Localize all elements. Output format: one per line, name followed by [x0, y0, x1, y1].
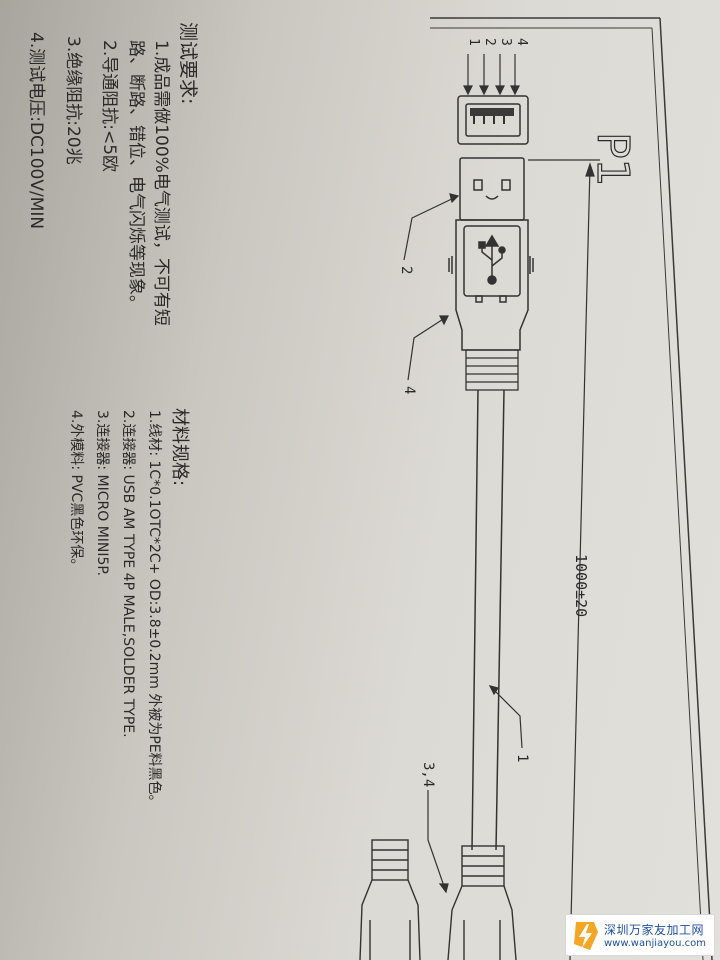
- test-item-4: 4.测试电压:DC100V/MIN: [26, 32, 46, 229]
- test-item-2: 2.导通阻抗:<5欧: [99, 40, 119, 172]
- test-item-1-line-1: 1.成品需做100%电气测试，不可有短: [151, 40, 171, 326]
- cable: [471, 389, 505, 851]
- materials-spec: 材料规格: 1.线材: 1C*0.1OTC*2C+ OD:3.8±0.2mm 外…: [68, 408, 190, 809]
- watermark-title: 深圳万家友加工网: [604, 923, 705, 937]
- pin-label-4: 4: [514, 38, 529, 46]
- test-heading: 测试要求:: [177, 22, 199, 104]
- callout-leaders: [403, 193, 523, 894]
- pin-label-3: 3: [498, 38, 513, 46]
- dimension-line: [528, 159, 600, 960]
- usb-a-end-view: [457, 95, 529, 145]
- callout-3-4: 3,4: [420, 762, 436, 787]
- test-item-3: 3.绝缘阻抗:20兆: [63, 36, 83, 165]
- materials-item-1: 1.线材: 1C*0.1OTC*2C+ OD:3.8±0.2mm 外被为PE料黑…: [146, 410, 163, 809]
- test-item-1-line-2: 路、断路、错位、电气闪烁等现象。: [126, 40, 146, 312]
- materials-item-2: 2.连接器: USB AM TYPE 4P MALE,SOLDER TYPE.: [120, 410, 137, 738]
- drawing-title: P1: [587, 132, 638, 187]
- strain-relief-top: [465, 349, 519, 391]
- micro-connector: [359, 839, 517, 960]
- test-requirements: 测试要求: 1.成品需做100%电气测试，不可有短 路、断路、错位、电气闪烁等现…: [26, 22, 199, 326]
- materials-item-3: 3.连接器: MICRO MINI5P.: [94, 410, 111, 576]
- materials-heading: 材料规格:: [169, 408, 190, 486]
- pin-label-1: 1: [466, 38, 481, 46]
- callout-2: 2: [398, 266, 414, 274]
- lightning-logo-icon: [574, 922, 598, 950]
- watermark: 深圳万家友加工网 www.wanjiayou.com: [565, 914, 715, 956]
- watermark-url: www.wanjiayou.com: [604, 938, 707, 949]
- dimension-label: 1000±20: [572, 554, 590, 617]
- pin-label-2: 2: [482, 38, 497, 46]
- callout-1: 1: [514, 754, 530, 762]
- callout-4: 4: [401, 386, 417, 394]
- watermark-text: 深圳万家友加工网 www.wanjiayou.com: [604, 921, 706, 949]
- usb-a-plug: [448, 157, 534, 351]
- drawing-frame: [430, 17, 713, 960]
- materials-item-4: 4.外模料: PVC黑色环保。: [68, 410, 85, 572]
- pin-markers: [463, 54, 520, 96]
